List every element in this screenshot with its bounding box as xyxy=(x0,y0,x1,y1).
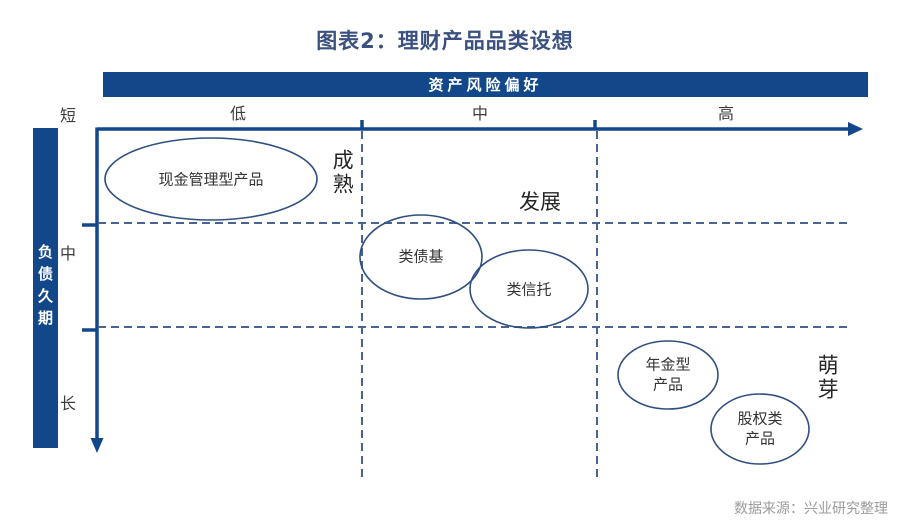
chart-title: 图表2：理财产品品类设想 xyxy=(316,29,574,53)
y-axis-arrow-icon xyxy=(90,438,104,453)
y-axis-category-long: 长 xyxy=(59,394,77,413)
x-axis-category-low: 低 xyxy=(229,104,247,123)
bubble-label-trust-like: 类信托 xyxy=(506,280,552,299)
stage-label-mature: 成熟 xyxy=(330,149,355,197)
bubble-label-bond-fund-like: 类债基 xyxy=(398,247,444,266)
stage-label-nascent: 萌芽 xyxy=(815,354,840,402)
bubble-ellipse-trust-like xyxy=(469,249,589,329)
bubble-ellipse-equity xyxy=(710,393,810,465)
y-axis-title-bar: 负债久期 xyxy=(33,128,58,448)
y-axis-category-short: 短 xyxy=(59,106,77,125)
stage-label-developing: 发展 xyxy=(519,189,561,214)
x-axis-category-high: 高 xyxy=(717,104,735,123)
bubble-label-equity: 股权类 产品 xyxy=(737,409,783,448)
source-note: 数据来源：兴业研究整理 xyxy=(734,501,888,517)
bubble-ellipse-bond-fund-like xyxy=(359,214,483,300)
bubble-ellipse-cash-management xyxy=(104,137,318,221)
x-axis-title-bar: 资产风险偏好 xyxy=(103,72,868,97)
bubble-ellipse-annuity xyxy=(617,340,719,410)
y-axis-title: 负债久期 xyxy=(36,244,54,332)
y-axis-category-medium: 中 xyxy=(59,244,77,263)
x-axis-title: 资产风险偏好 xyxy=(428,76,543,94)
x-axis-arrow-icon xyxy=(848,122,863,136)
bubble-label-annuity: 年金型 产品 xyxy=(645,355,691,394)
bubble-label-cash-management: 现金管理型产品 xyxy=(158,170,264,189)
x-axis-category-medium: 中 xyxy=(471,104,489,123)
